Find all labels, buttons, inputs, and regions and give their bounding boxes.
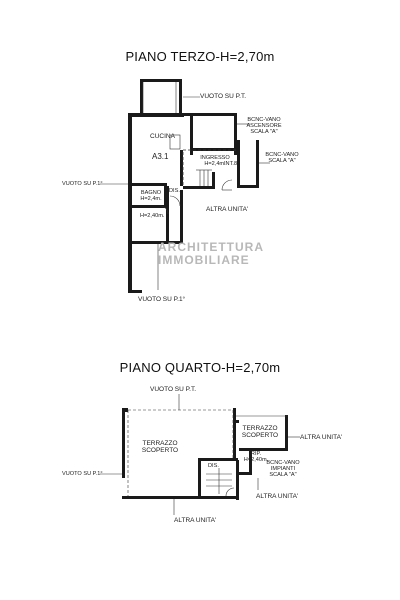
wall xyxy=(285,415,288,450)
label-altra-unita-mid: ALTRA UNITA' xyxy=(256,493,299,500)
wall xyxy=(180,190,183,244)
label-vuoto-p1-left: VUOTO SU P.1° xyxy=(62,181,103,187)
wall xyxy=(190,113,193,155)
wall xyxy=(180,150,183,186)
label-bcnc-ascensore: BCNC-VANO ASCENSORE SCALA "A" xyxy=(246,117,282,135)
wall xyxy=(128,241,182,244)
wall xyxy=(128,290,142,293)
wall xyxy=(256,140,259,188)
label-lower-dis: DIS. xyxy=(208,463,219,469)
wall xyxy=(128,205,168,208)
wall xyxy=(179,79,182,115)
label-lower-vuoto-p1: VUOTO SU P.1° xyxy=(62,471,103,477)
label-cucina: CUCINA xyxy=(150,133,175,140)
label-vuoto-p1-bottom: VUOTO SU P.1° xyxy=(138,296,186,303)
label-terrazzo-left: TERRAZZO SCOPERTO xyxy=(141,440,179,454)
wall xyxy=(140,79,143,115)
wall xyxy=(182,113,237,116)
wall xyxy=(234,113,237,155)
watermark-line2: IMMOBILIARE xyxy=(158,253,250,267)
wall xyxy=(122,496,237,499)
lower-plan-title: PIANO QUARTO-H=2,70m xyxy=(119,360,281,375)
wall xyxy=(233,420,239,423)
wall xyxy=(166,186,169,242)
label-h-240: H=2,40m. xyxy=(140,213,165,219)
label-altra-unita-right: ALTRA UNITA' xyxy=(300,434,343,441)
wall xyxy=(164,183,167,205)
label-bagno: BAGNO H=2,4m. xyxy=(140,190,162,202)
label-ingresso: INGRESSO H=2,4m. xyxy=(200,155,230,167)
wall xyxy=(236,460,239,500)
wall xyxy=(237,185,259,188)
wall xyxy=(212,172,215,189)
wall xyxy=(198,458,238,461)
wall xyxy=(128,113,132,293)
label-altra-unita-bottom: ALTRA UNITA' xyxy=(174,517,217,524)
wall xyxy=(128,183,166,186)
label-altra-unita: ALTRA UNITA' xyxy=(206,206,249,213)
watermark-line1: ARCHITETTURA xyxy=(158,240,264,254)
wall xyxy=(128,113,184,117)
wall xyxy=(122,408,128,412)
wall xyxy=(183,186,213,189)
label-int: INT.8 xyxy=(224,161,238,167)
wall xyxy=(190,148,237,151)
label-terrazzo-right: TERRAZZO SCOPERTO xyxy=(241,425,279,439)
wall xyxy=(198,458,201,498)
wall xyxy=(233,408,236,458)
label-bcnc-impianti: BCNC-VANO IMPIANTI SCALA "A" xyxy=(266,460,300,478)
wall xyxy=(239,448,288,451)
label-vuoto-pt: VUOTO SU P.T. xyxy=(200,93,246,100)
label-bcnc-vano-scala: BCNC-VANO SCALA "A" xyxy=(265,152,299,164)
upper-plan-title: PIANO TERZO-H=2,70m xyxy=(125,49,275,64)
wall xyxy=(237,140,240,188)
wall xyxy=(140,79,182,82)
label-dis: DIS. xyxy=(169,188,180,194)
label-rip: RIP. H=2,40m. xyxy=(243,451,269,463)
label-lower-vuoto-pt: VUOTO SU P.T. xyxy=(150,386,196,393)
wall xyxy=(249,451,252,473)
wall xyxy=(236,472,252,475)
wall xyxy=(122,408,125,478)
label-unit-id: A3.1 xyxy=(152,152,169,161)
